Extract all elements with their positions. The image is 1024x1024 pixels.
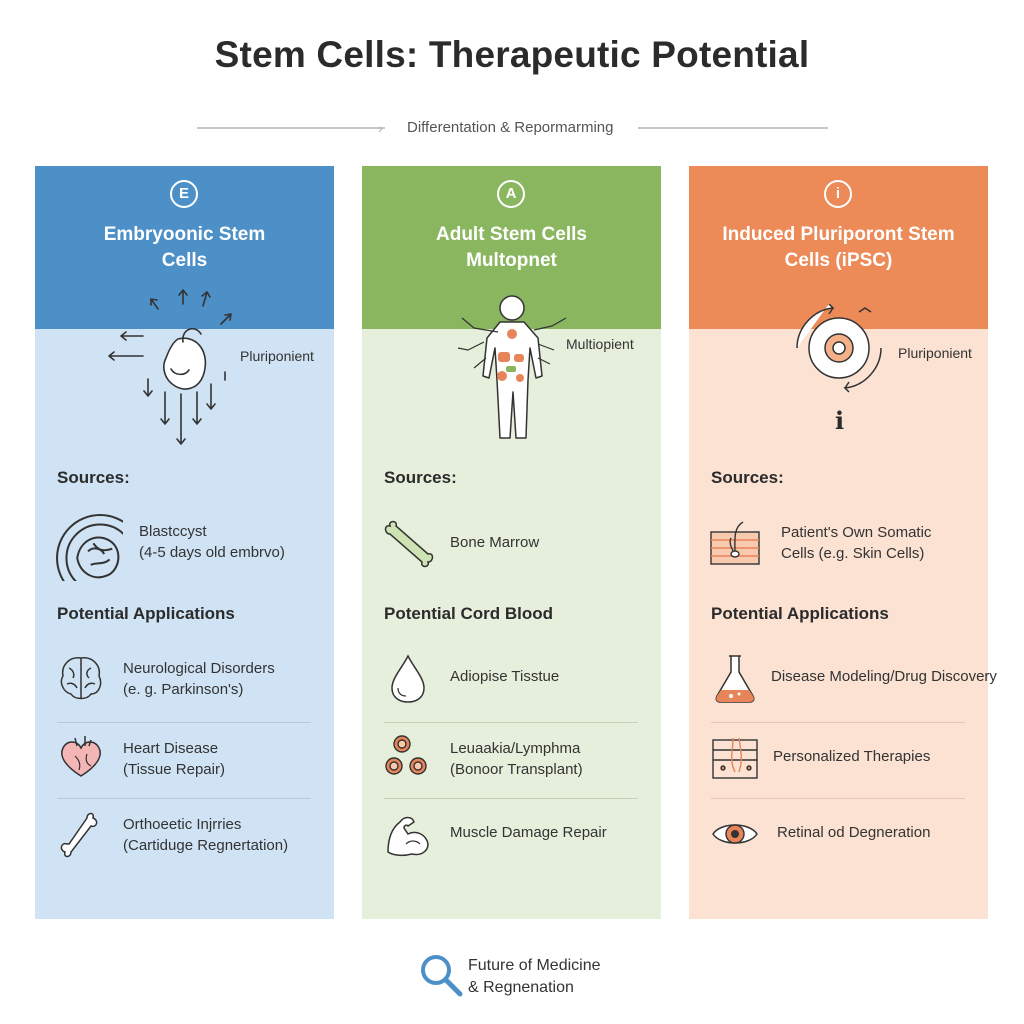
application-item: Retinal od Degneration <box>709 808 979 868</box>
magnifier-icon <box>421 955 463 997</box>
process-arrow: › Differentation & Repormarming <box>0 114 1024 144</box>
badge-e-icon: E <box>170 180 198 208</box>
sources-heading: Sources: <box>384 468 457 487</box>
application-item: Heart Disease (Tissue Repair) <box>55 732 325 792</box>
divider <box>711 798 965 799</box>
divider <box>57 798 311 799</box>
sources-heading: Sources: <box>711 468 784 487</box>
applications-heading: Potential Applications <box>711 604 889 623</box>
badge-a-icon: A <box>497 180 525 208</box>
process-label: Differentation & Repormarming <box>407 119 614 136</box>
divider <box>711 722 965 723</box>
application-item: Muscle Damage Repair <box>382 808 652 868</box>
info-icon: i <box>835 406 845 435</box>
sources-heading: Sources: <box>57 468 130 487</box>
column-title: Induced Pluriporont Stem Cells (iPSC) <box>722 224 955 271</box>
divider <box>57 722 311 723</box>
column-title: Adult Stem Cells Multopnet <box>436 224 587 271</box>
column-adult: A Adult Stem Cells Multopnet Multiopient… <box>362 166 661 919</box>
source-item: Patient's Own Somatic Cells (e.g. Skin C… <box>709 518 979 578</box>
application-item: Disease Modeling/Drug Discovery <box>709 652 997 712</box>
divider <box>384 798 638 799</box>
reprogramming-cycle-icon <box>796 304 882 393</box>
divider <box>384 722 638 723</box>
column-header: i Induced Pluriporont Stem Cells (iPSC) <box>689 166 988 329</box>
brain-icon <box>60 657 102 700</box>
source-item: Bone Marrow <box>382 516 652 576</box>
skin-icon <box>710 521 760 565</box>
page-title: Stem Cells: Therapeutic Potential <box>214 34 810 75</box>
footer: Future of Medicine & Regnenation <box>418 952 638 1002</box>
muscle-icon <box>387 816 429 857</box>
footer-text: Future of Medicine & Regnenation <box>468 957 601 996</box>
column-header: E Embryoonic Stem Cells <box>35 166 334 329</box>
tissue-layers-icon <box>712 737 758 779</box>
application-item: Orthoeetic Injrries (Cartiduge Regnertat… <box>55 808 325 868</box>
arrow-head-icon: › <box>378 120 383 136</box>
column-ipsc: i Induced Pluriporont Stem Cells (iPSC) … <box>689 166 997 919</box>
bone-icon <box>60 812 98 858</box>
application-item: Personalized Therapies <box>709 732 979 792</box>
column-title: Embryoonic Stem Cells <box>103 224 266 271</box>
potency-label: Pluriponient <box>898 345 972 361</box>
bone-marrow-icon <box>384 520 434 568</box>
application-item: Leuaakia/Lymphma (Bonoor Transplant) <box>382 732 652 792</box>
source-item: Blastccyst (4-5 days old embrvo) <box>55 514 325 581</box>
arrow-line-right <box>638 127 828 129</box>
blood-cells-icon <box>385 735 427 775</box>
potency-label: Pluriponient <box>240 348 314 364</box>
flask-icon <box>715 655 755 703</box>
arrow-line-left <box>197 127 385 129</box>
badge-i-icon: i <box>824 180 852 208</box>
column-body <box>689 329 988 919</box>
applications-heading: Potential Applications <box>57 604 235 623</box>
application-item: Adiopise Tisstue <box>382 652 652 712</box>
human-body-icon <box>457 295 567 439</box>
embryo-icon <box>108 289 232 445</box>
heart-icon <box>61 736 101 777</box>
potency-label: Multiopient <box>566 336 634 352</box>
drop-icon <box>391 654 425 703</box>
column-embryonic: E Embryoonic Stem Cells Pluriponient Sou… <box>35 166 334 919</box>
applications-heading: Potential Cord Blood <box>384 604 554 623</box>
blastocyst-icon <box>56 514 123 581</box>
application-item: Neurological Disorders (e. g. Parkinson'… <box>55 652 325 712</box>
eye-icon <box>712 824 758 844</box>
